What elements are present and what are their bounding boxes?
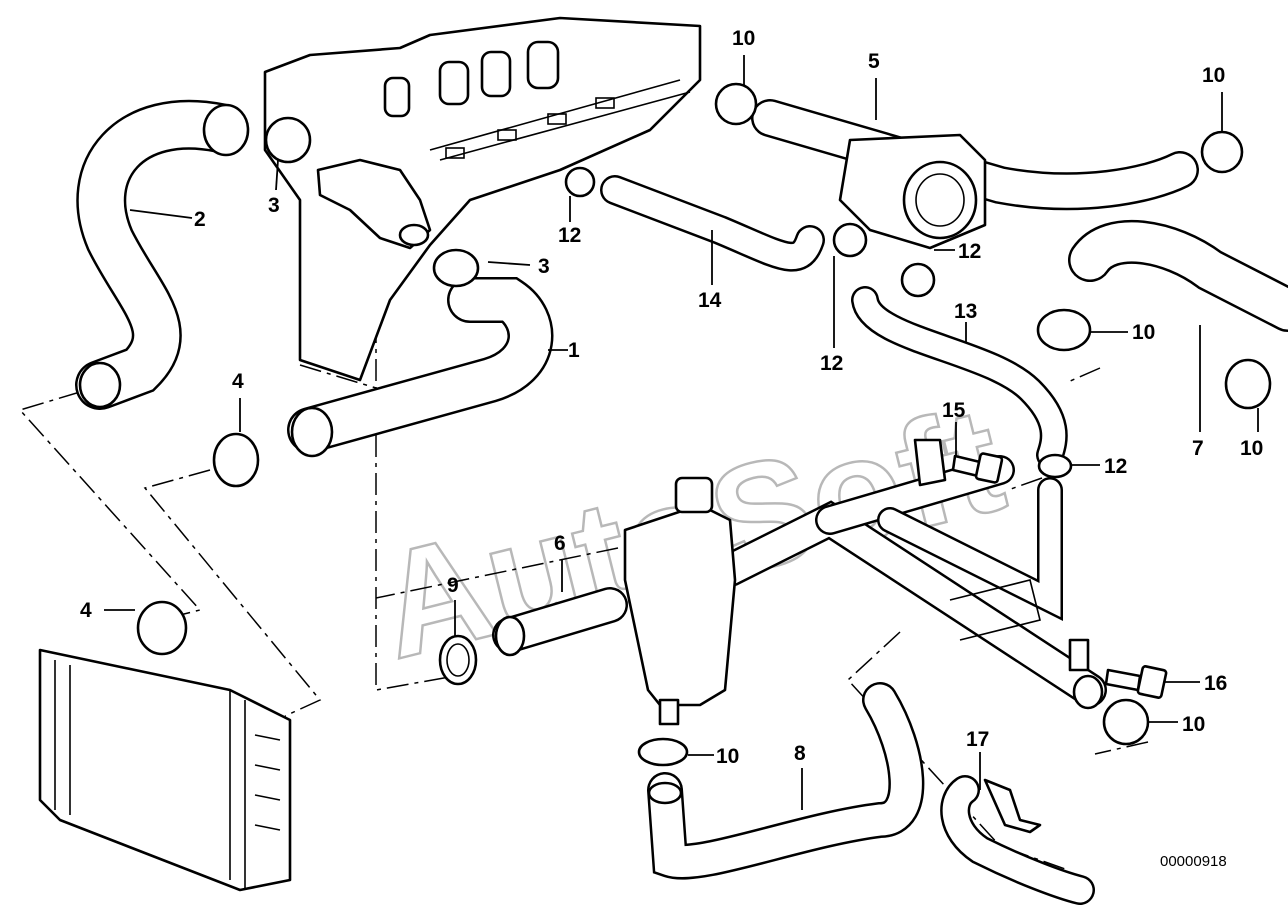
callout-labels: 1 2 3 3 4 4 5 6 7 8 9 10 10 10 10 10 10 … [80,27,1263,768]
thermostat-housing [316,158,432,250]
hose-5 [751,99,1199,211]
callout-label: 3 [538,255,550,278]
callout-label: 6 [554,532,566,555]
callout-label: 5 [868,50,880,73]
hose-6 [492,587,628,657]
callout-label: 12 [1104,455,1127,478]
hose-8 [647,682,925,880]
callout-label: 16 [1204,672,1227,695]
hose-1 [287,277,554,458]
callout-label: 4 [232,370,244,393]
callout-label: 14 [698,289,722,312]
callout-label: 15 [942,399,966,422]
clamps [136,82,1272,767]
callout-label: 12 [558,224,581,247]
callout-label: 8 [794,742,806,765]
gasket-9 [438,634,478,686]
callout-label: 1 [568,339,580,362]
callout-label: 9 [447,574,459,597]
hose-14 [600,175,825,272]
callout-label: 10 [1202,64,1225,87]
callout-label: 10 [1132,321,1155,344]
callout-label: 12 [958,240,981,263]
hose-2 [75,99,250,410]
leader-lines [104,55,1259,810]
callout-label: 10 [732,27,755,50]
callout-label: 10 [716,745,739,768]
housing-5 [838,133,987,250]
callout-label: 13 [954,300,977,323]
callout-label: 4 [80,599,92,622]
expansion-tank [623,476,737,726]
bolt-16 [1104,665,1168,699]
callout-label: 2 [194,208,206,231]
callout-label: 10 [1182,713,1205,736]
bolt-15 [951,452,1004,484]
hose-7 [1068,219,1288,332]
bracket-17 [940,775,1095,905]
callout-label: 10 [1240,437,1263,460]
pipe-assembly [713,438,1107,710]
callout-label: 3 [268,194,280,217]
diagram-reference-number: 00000918 [1160,853,1227,870]
hose-13 [851,286,1068,469]
callout-label: 17 [966,728,989,751]
engine-block [263,16,702,382]
callout-label: 12 [820,352,843,375]
callout-label: 7 [1192,437,1204,460]
radiator [38,648,292,892]
